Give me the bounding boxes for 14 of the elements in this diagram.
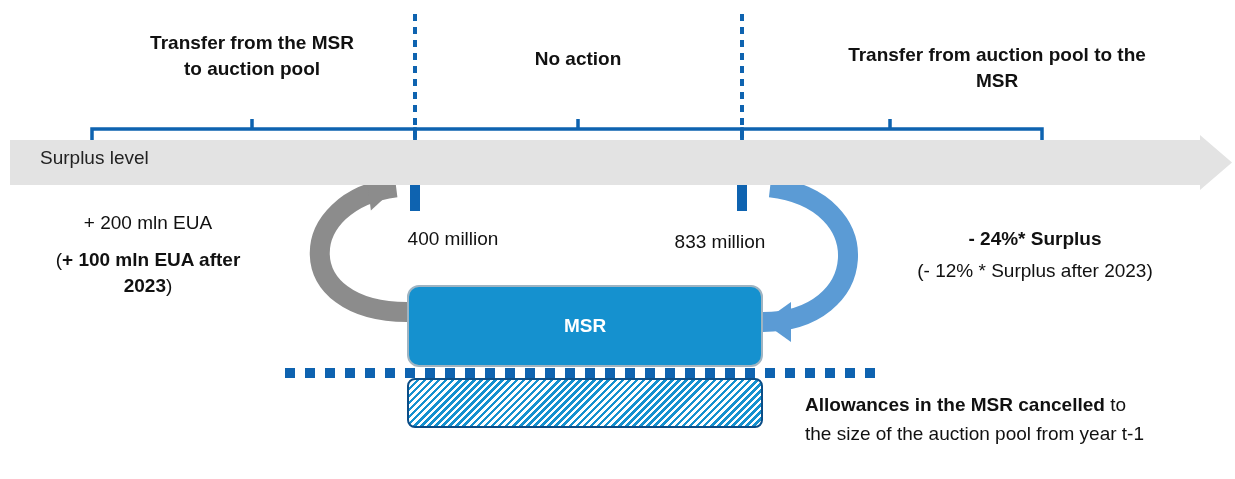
hatched-bar (407, 378, 763, 428)
section-heading: Transfer from the MSR to auction pool (149, 31, 355, 81)
threshold-label: 833 million (673, 230, 767, 254)
section-heading: Transfer from auction pool to the MSR (847, 43, 1147, 93)
value-text: (+ 100 mln EUA after 2023) (54, 248, 242, 298)
value-text: - 24%* Surplus (967, 227, 1103, 251)
value-text: (- 12% * Surplus after 2023) (916, 259, 1154, 283)
surplus-arrow-band (10, 135, 1232, 190)
msr-box: MSR (407, 285, 763, 367)
section-heading: No action (533, 47, 623, 71)
band-label: Surplus level (40, 147, 149, 169)
note-text: Allowances in the MSR cancelled to the size of the auction pool from year t-1 (805, 393, 1145, 446)
threshold-label: 400 million (406, 227, 500, 251)
value-text: + 200 mln EUA (82, 211, 214, 235)
